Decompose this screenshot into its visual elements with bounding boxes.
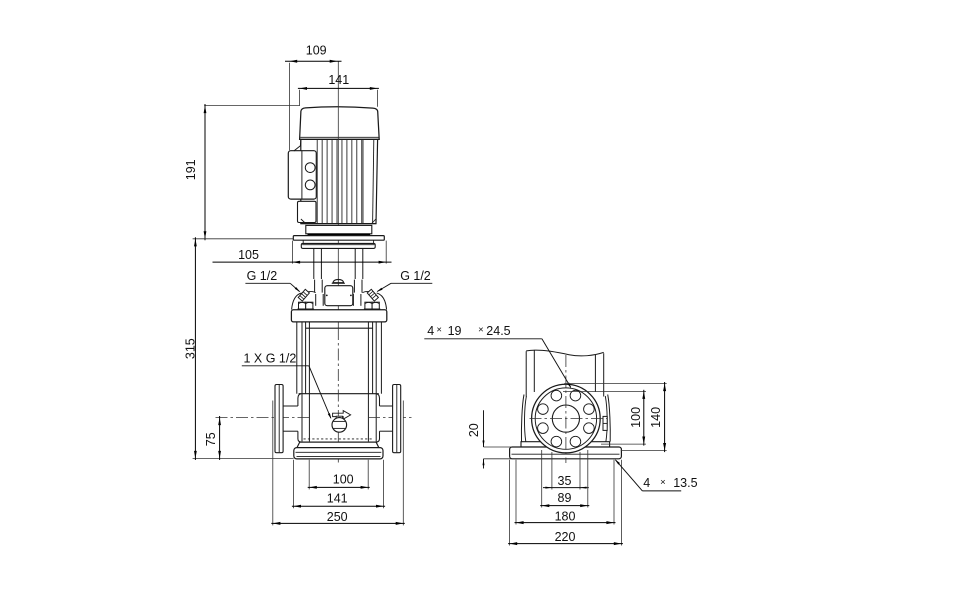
- svg-text:4: 4: [427, 324, 434, 338]
- svg-text:×: ×: [478, 325, 484, 336]
- svg-text:315: 315: [183, 338, 197, 359]
- svg-text:180: 180: [555, 509, 576, 523]
- svg-text:19: 19: [448, 324, 462, 338]
- svg-text:35: 35: [558, 474, 572, 488]
- svg-text:×: ×: [660, 477, 666, 488]
- svg-text:G 1/2: G 1/2: [247, 269, 278, 283]
- svg-text:G 1/2: G 1/2: [400, 269, 431, 283]
- svg-text:141: 141: [328, 73, 349, 87]
- svg-text:1 X G 1/2: 1 X G 1/2: [244, 352, 297, 366]
- svg-text:141: 141: [327, 492, 348, 506]
- svg-text:191: 191: [184, 159, 198, 180]
- svg-text:4: 4: [643, 476, 650, 490]
- svg-text:24.5: 24.5: [486, 324, 510, 338]
- svg-text:100: 100: [629, 407, 643, 428]
- svg-text:220: 220: [555, 530, 576, 544]
- svg-text:20: 20: [467, 423, 481, 437]
- svg-text:75: 75: [204, 432, 218, 446]
- svg-text:105: 105: [238, 248, 259, 262]
- svg-text:×: ×: [436, 325, 442, 336]
- svg-text:100: 100: [333, 473, 354, 487]
- svg-text:89: 89: [558, 491, 572, 505]
- svg-text:109: 109: [306, 44, 327, 58]
- svg-text:250: 250: [327, 510, 348, 524]
- svg-text:13.5: 13.5: [673, 476, 697, 490]
- svg-text:140: 140: [649, 407, 663, 428]
